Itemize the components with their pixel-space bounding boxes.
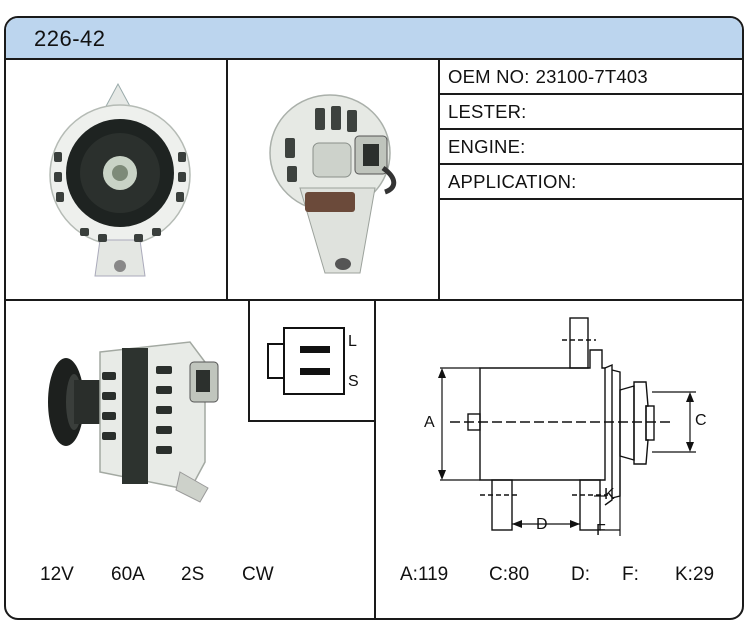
dim-value-k: K:29 — [675, 564, 715, 585]
divider — [226, 58, 228, 300]
divider — [248, 300, 250, 422]
dim-label-c: C — [695, 412, 707, 429]
dim-value-f: F: — [622, 564, 639, 585]
divider — [438, 58, 440, 300]
dim-value-a: A:119 — [400, 564, 449, 585]
connector-label-l: L — [348, 333, 357, 350]
dim-label-k: K — [604, 486, 615, 503]
dim-value-c: C:80 — [489, 564, 530, 585]
divider — [248, 420, 376, 422]
dimension-drawing — [438, 317, 696, 536]
divider — [440, 128, 743, 130]
dim-label-f: F — [596, 522, 606, 539]
connector-label-s: S — [348, 373, 359, 390]
dim-label-d: D — [536, 516, 548, 533]
alternator-rear-photo — [269, 94, 397, 274]
spec-lester: LESTER: — [448, 101, 527, 122]
alternator-front-photo — [49, 82, 191, 277]
dim-value-d: D: — [571, 564, 590, 585]
spec-rotation: CW — [242, 564, 274, 585]
part-number: 226-42 — [34, 26, 106, 51]
dim-label-a: A — [424, 414, 435, 431]
spec-voltage: 12V — [40, 564, 74, 585]
title-bar: 226-42 — [6, 18, 742, 60]
spec-oem: OEM NO:23100-7T403 — [448, 66, 648, 87]
divider — [440, 163, 743, 165]
connector-diagram — [267, 327, 345, 395]
spec-amperage: 60A — [111, 564, 145, 585]
spec-application: APPLICATION: — [448, 171, 577, 192]
divider — [440, 198, 743, 200]
divider — [440, 93, 743, 95]
alternator-side-photo — [48, 341, 219, 503]
spec-engine: ENGINE: — [448, 136, 526, 157]
divider — [374, 300, 376, 619]
spec-pulley-grooves: 2S — [181, 564, 205, 585]
